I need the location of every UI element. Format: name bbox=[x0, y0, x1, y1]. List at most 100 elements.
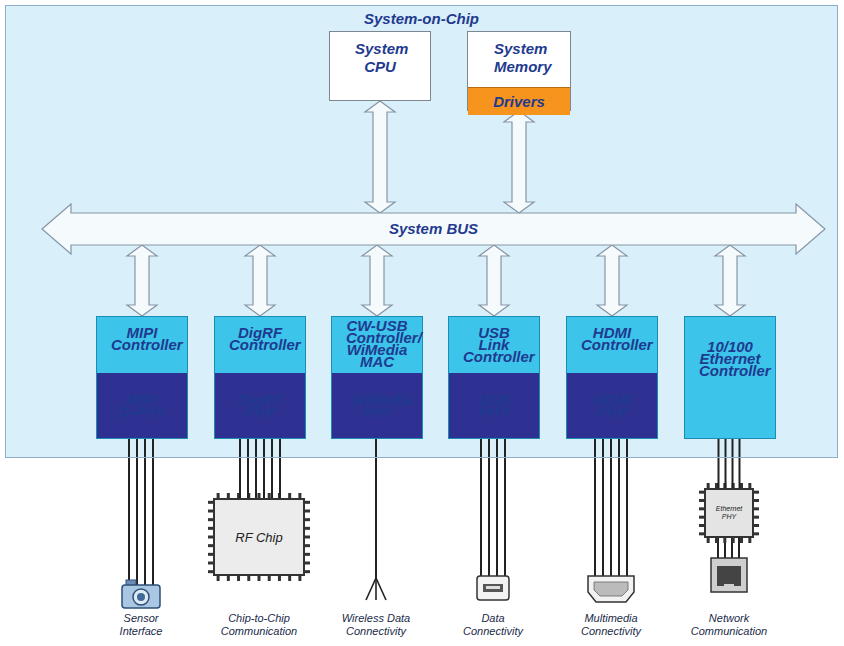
chip-pin bbox=[305, 553, 310, 556]
wire bbox=[128, 438, 130, 585]
wire bbox=[239, 438, 241, 498]
node-text: DigRF PHY bbox=[235, 394, 285, 418]
hollow-double-arrow bbox=[715, 245, 745, 316]
hollow-double-arrow bbox=[362, 245, 392, 316]
chip-pin bbox=[217, 576, 220, 581]
caption-label: Data Connectivity bbox=[454, 612, 532, 638]
node-text: System-on-Chip bbox=[364, 10, 479, 28]
node-text: System Memory bbox=[494, 40, 544, 76]
node-text: MIPI D-PHY bbox=[117, 394, 167, 418]
system-bus: System BUS bbox=[41, 203, 826, 255]
wire bbox=[602, 438, 604, 576]
wires bbox=[129, 438, 739, 585]
wire bbox=[618, 438, 620, 576]
phy-box: USB PHY bbox=[449, 373, 539, 438]
wire bbox=[504, 438, 506, 576]
chip-pin bbox=[288, 576, 291, 581]
phy-box: MIPI D-PHY bbox=[97, 373, 187, 438]
hollow-double-arrow bbox=[597, 245, 627, 316]
bus-link-arrow bbox=[597, 245, 627, 316]
wire bbox=[480, 438, 482, 576]
wire bbox=[488, 438, 490, 576]
node-text: WiMedia PHY bbox=[352, 394, 402, 418]
node-text: System BUS bbox=[389, 220, 478, 238]
chip-pin bbox=[305, 501, 310, 504]
bus-link-arrow bbox=[365, 101, 395, 213]
chip-pin bbox=[298, 576, 301, 581]
node-text: Drivers bbox=[493, 93, 545, 111]
chip-pin bbox=[732, 538, 735, 543]
caption-label: Chip-to-Chip Communication bbox=[220, 612, 298, 638]
hollow-double-arrow bbox=[479, 245, 509, 316]
phy-box: WiMedia PHY bbox=[332, 373, 422, 438]
wire bbox=[279, 438, 281, 498]
node-text: HDMI Controller bbox=[581, 327, 643, 351]
hollow-double-arrow bbox=[365, 101, 395, 213]
wire bbox=[144, 438, 146, 585]
chip-pin bbox=[754, 532, 759, 535]
bus-link-arrow bbox=[715, 245, 745, 316]
chip-pin bbox=[715, 538, 718, 543]
wire bbox=[718, 439, 720, 488]
bus-link-arrow bbox=[245, 245, 275, 316]
node-text: RF Chip bbox=[235, 531, 282, 544]
caption-label: Network Communication bbox=[690, 612, 768, 638]
chip-pin bbox=[754, 524, 759, 527]
chip-pin bbox=[707, 538, 710, 543]
wire bbox=[255, 438, 257, 498]
chip-pin bbox=[227, 576, 230, 581]
wire bbox=[594, 438, 596, 576]
hdmi-connector bbox=[588, 576, 634, 602]
bus-link-arrow bbox=[504, 111, 534, 213]
bus-arrow-shape bbox=[42, 204, 825, 254]
wire bbox=[626, 438, 628, 576]
chip-pin bbox=[740, 538, 743, 543]
camera-icon bbox=[122, 580, 160, 608]
caption-label: Multimedia Connectivity bbox=[572, 612, 650, 638]
node-text: HDMI PHY bbox=[581, 394, 643, 418]
node-text: CW-USB Controller/ WiMedia MAC bbox=[346, 320, 408, 368]
rj45-jack bbox=[711, 558, 747, 592]
chip-pin bbox=[305, 510, 310, 513]
chip-pin bbox=[258, 576, 261, 581]
drivers-box: Drivers bbox=[468, 87, 570, 115]
chip-pin bbox=[754, 491, 759, 494]
wire bbox=[136, 438, 138, 585]
node-text: USB Link Controller bbox=[463, 327, 525, 363]
soc-frame: System-on-ChipSystem CPU System MemoryDri… bbox=[5, 5, 838, 458]
wire bbox=[247, 438, 249, 498]
phy-box: DigRF PHY bbox=[215, 373, 305, 438]
chip-pin bbox=[723, 538, 726, 543]
rf-chip: RF Chip bbox=[213, 498, 305, 576]
ethernet-phy-chip: Ethernet PHY bbox=[704, 488, 754, 538]
chip-pin bbox=[305, 570, 310, 573]
bus-link-arrow bbox=[127, 245, 157, 316]
wire bbox=[610, 438, 612, 576]
node-text: System CPU bbox=[355, 40, 405, 76]
wire bbox=[271, 438, 273, 498]
chip-pin bbox=[754, 507, 759, 510]
wire bbox=[738, 538, 740, 558]
wire bbox=[496, 438, 498, 576]
chip-pin bbox=[748, 538, 751, 543]
controller-box: MIPI ControllerMIPI D-PHY bbox=[96, 316, 188, 439]
cpu-box: System CPU bbox=[329, 31, 431, 101]
chip-pin bbox=[237, 576, 240, 581]
controller-box: USB Link ControllerUSB PHY bbox=[448, 316, 540, 439]
node-text: DigRF Controller bbox=[229, 327, 291, 351]
wire bbox=[725, 439, 727, 488]
chip-pin bbox=[268, 576, 271, 581]
phy-box: HDMI PHY bbox=[567, 373, 657, 438]
caption-label: Wireless Data Connectivity bbox=[337, 612, 415, 638]
hollow-double-arrow bbox=[127, 245, 157, 316]
wire-bundle bbox=[719, 439, 740, 488]
chip-pin bbox=[278, 576, 281, 581]
wire bbox=[739, 439, 741, 488]
bus-link-arrow bbox=[362, 245, 392, 316]
node-text: Ethernet PHY bbox=[709, 505, 749, 521]
chip-pin bbox=[305, 544, 310, 547]
hollow-double-arrow bbox=[245, 245, 275, 316]
hollow-double-arrow bbox=[504, 111, 534, 213]
controller-box: CW-USB Controller/ WiMedia MAC WiMedia PH… bbox=[331, 316, 423, 439]
